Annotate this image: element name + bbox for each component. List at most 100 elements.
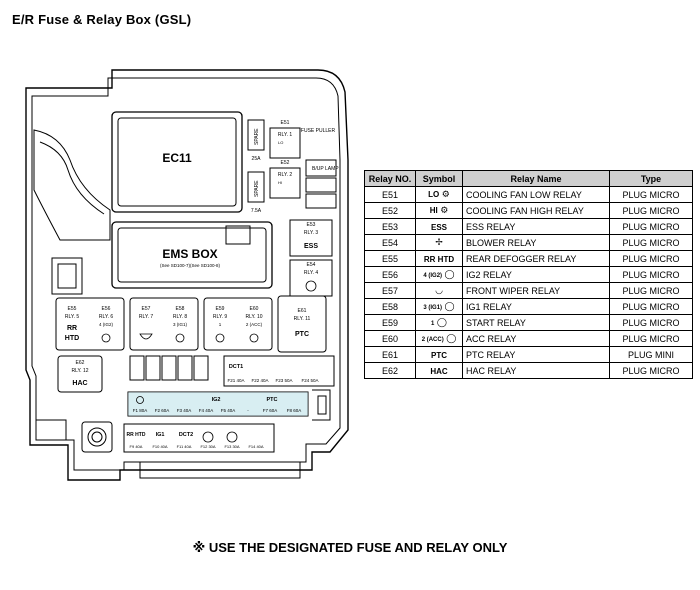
key-position-icon: 4 (IG2) ◯ — [415, 266, 463, 283]
e59-rly: RLY. 9 — [213, 314, 227, 320]
relay-name: ACC RELAY — [462, 330, 610, 347]
f13-lamp-icon — [226, 431, 238, 443]
fuse-f8: F8 60A — [287, 408, 302, 413]
relay-e62-box — [57, 355, 103, 393]
intake-curve — [33, 129, 111, 241]
relay-type: PLUG MICRO — [609, 282, 693, 299]
relay-no: E58 — [364, 298, 416, 315]
e56-key-icon — [101, 333, 111, 343]
relay-symbol-cell: PTC — [415, 346, 463, 363]
relay-name: HAC RELAY — [462, 362, 610, 379]
e51-rly: RLY. 1 — [278, 132, 292, 138]
relay-no: E51 — [364, 186, 416, 203]
relay-no: E59 — [364, 314, 416, 331]
header-type: Type — [609, 170, 693, 187]
blower-fan-icon: ✢ — [415, 234, 463, 251]
fuse-box-diagram: EC11 EMS BOX (See SD100-7)(See SD100-8) … — [25, 69, 349, 481]
fan-relay-icon: HI ⚙ — [415, 202, 463, 219]
e52-rly: RLY. 2 — [278, 172, 292, 178]
fuse-group-f21-f24 — [223, 355, 335, 387]
e61-text: PTC — [295, 331, 309, 338]
left-connector — [51, 257, 83, 295]
relay-name: COOLING FAN HIGH RELAY — [462, 202, 610, 219]
relay-type: PLUG MICRO — [609, 362, 693, 379]
relay-symbol: RR HTD — [423, 254, 455, 264]
f12-lamp-icon — [202, 431, 214, 443]
relay-no: E54 — [364, 234, 416, 251]
fuse-f11: F11 40A — [177, 444, 192, 449]
fuse-f14: F14 40A — [248, 444, 263, 449]
fuse-f22: F22 40A — [251, 378, 268, 383]
fuse-f24: F24 50A — [301, 378, 318, 383]
e61-rly: RLY. 11 — [294, 316, 311, 322]
ems-box-label: EMS BOX — [162, 247, 217, 261]
e54-id: E54 — [307, 262, 316, 268]
relay-name: ESS RELAY — [462, 218, 610, 235]
relay-no: E56 — [364, 266, 416, 283]
key-position-icon: 3 (IG1) ◯ — [415, 298, 463, 315]
spare-fuse-2 — [247, 171, 265, 203]
relay-type: PLUG MICRO — [609, 250, 693, 267]
e56-id: E56 — [102, 306, 111, 312]
relay-no: E55 — [364, 250, 416, 267]
relay-symbol-cell: ESS — [415, 218, 463, 235]
relay-symbol: HI — [429, 206, 438, 215]
e55-id: E55 — [68, 306, 77, 312]
e58-key-icon — [175, 333, 185, 343]
intake-curve-inner — [39, 141, 105, 215]
relay-no: E52 — [364, 202, 416, 219]
ig2-label: IG2 — [212, 397, 221, 403]
relay-symbol: 3 (IG1) — [423, 305, 443, 311]
e55-rly: RLY. 5 — [65, 314, 79, 320]
e55-text1: RR — [67, 325, 77, 332]
relay-group-e57-e58 — [129, 297, 199, 351]
e60-sub: 2 (ACC) — [246, 322, 263, 327]
key-position-icon: 2 (ACC) ◯ — [415, 330, 463, 347]
e60-id: E60 — [250, 306, 259, 312]
e55-text2: HTD — [65, 335, 79, 342]
e56-sub: 4 (IG2) — [99, 322, 114, 327]
e54-fan-icon — [305, 280, 317, 292]
relay-name: IG2 RELAY — [462, 266, 610, 283]
header-relay-name: Relay Name — [462, 170, 610, 187]
relay-no: E60 — [364, 330, 416, 347]
fuse-f2: F2 60A — [155, 408, 170, 413]
key-position-icon: 1 ◯ — [415, 314, 463, 331]
relay-group-e55-e56 — [55, 297, 125, 351]
round-connector-housing — [81, 421, 113, 453]
e51-id: E51 — [281, 120, 290, 126]
relay-e51-box — [269, 127, 301, 159]
housing-inner-outline — [31, 77, 341, 471]
e62-rly: RLY. 12 — [71, 368, 88, 374]
ems-box-ref: (See SD100-7)(See SD100-8) — [160, 263, 221, 268]
fuse-f3: F3 40A — [177, 408, 192, 413]
relay-table-header: Relay NO. Symbol Relay Name Type — [364, 170, 693, 187]
e60-rly: RLY. 10 — [245, 314, 262, 320]
relay-e52-box — [269, 167, 301, 199]
e53-id: E53 — [307, 222, 316, 228]
fuse-f12: F12 30A — [200, 444, 215, 449]
fuse-f13: F13 30A — [224, 444, 239, 449]
spare-amp-1: 25A — [252, 156, 262, 162]
bup-lamp-label: B/UP LAMP — [312, 166, 339, 172]
relay-symbol: ESS — [430, 222, 447, 232]
e52-sub: HI — [278, 180, 282, 185]
relay-type: PLUG MICRO — [609, 298, 693, 315]
header-relay-no: Relay NO. — [364, 170, 416, 187]
relay-name: IG1 RELAY — [462, 298, 610, 315]
fuse-f21: F21 40A — [227, 378, 244, 383]
relay-type: PLUG MICRO — [609, 186, 693, 203]
ec11-block — [111, 111, 243, 213]
e53-rly: RLY. 3 — [304, 230, 318, 236]
relay-symbol: 2 (ACC) — [421, 337, 444, 343]
e59-sub: 1 — [219, 322, 222, 327]
